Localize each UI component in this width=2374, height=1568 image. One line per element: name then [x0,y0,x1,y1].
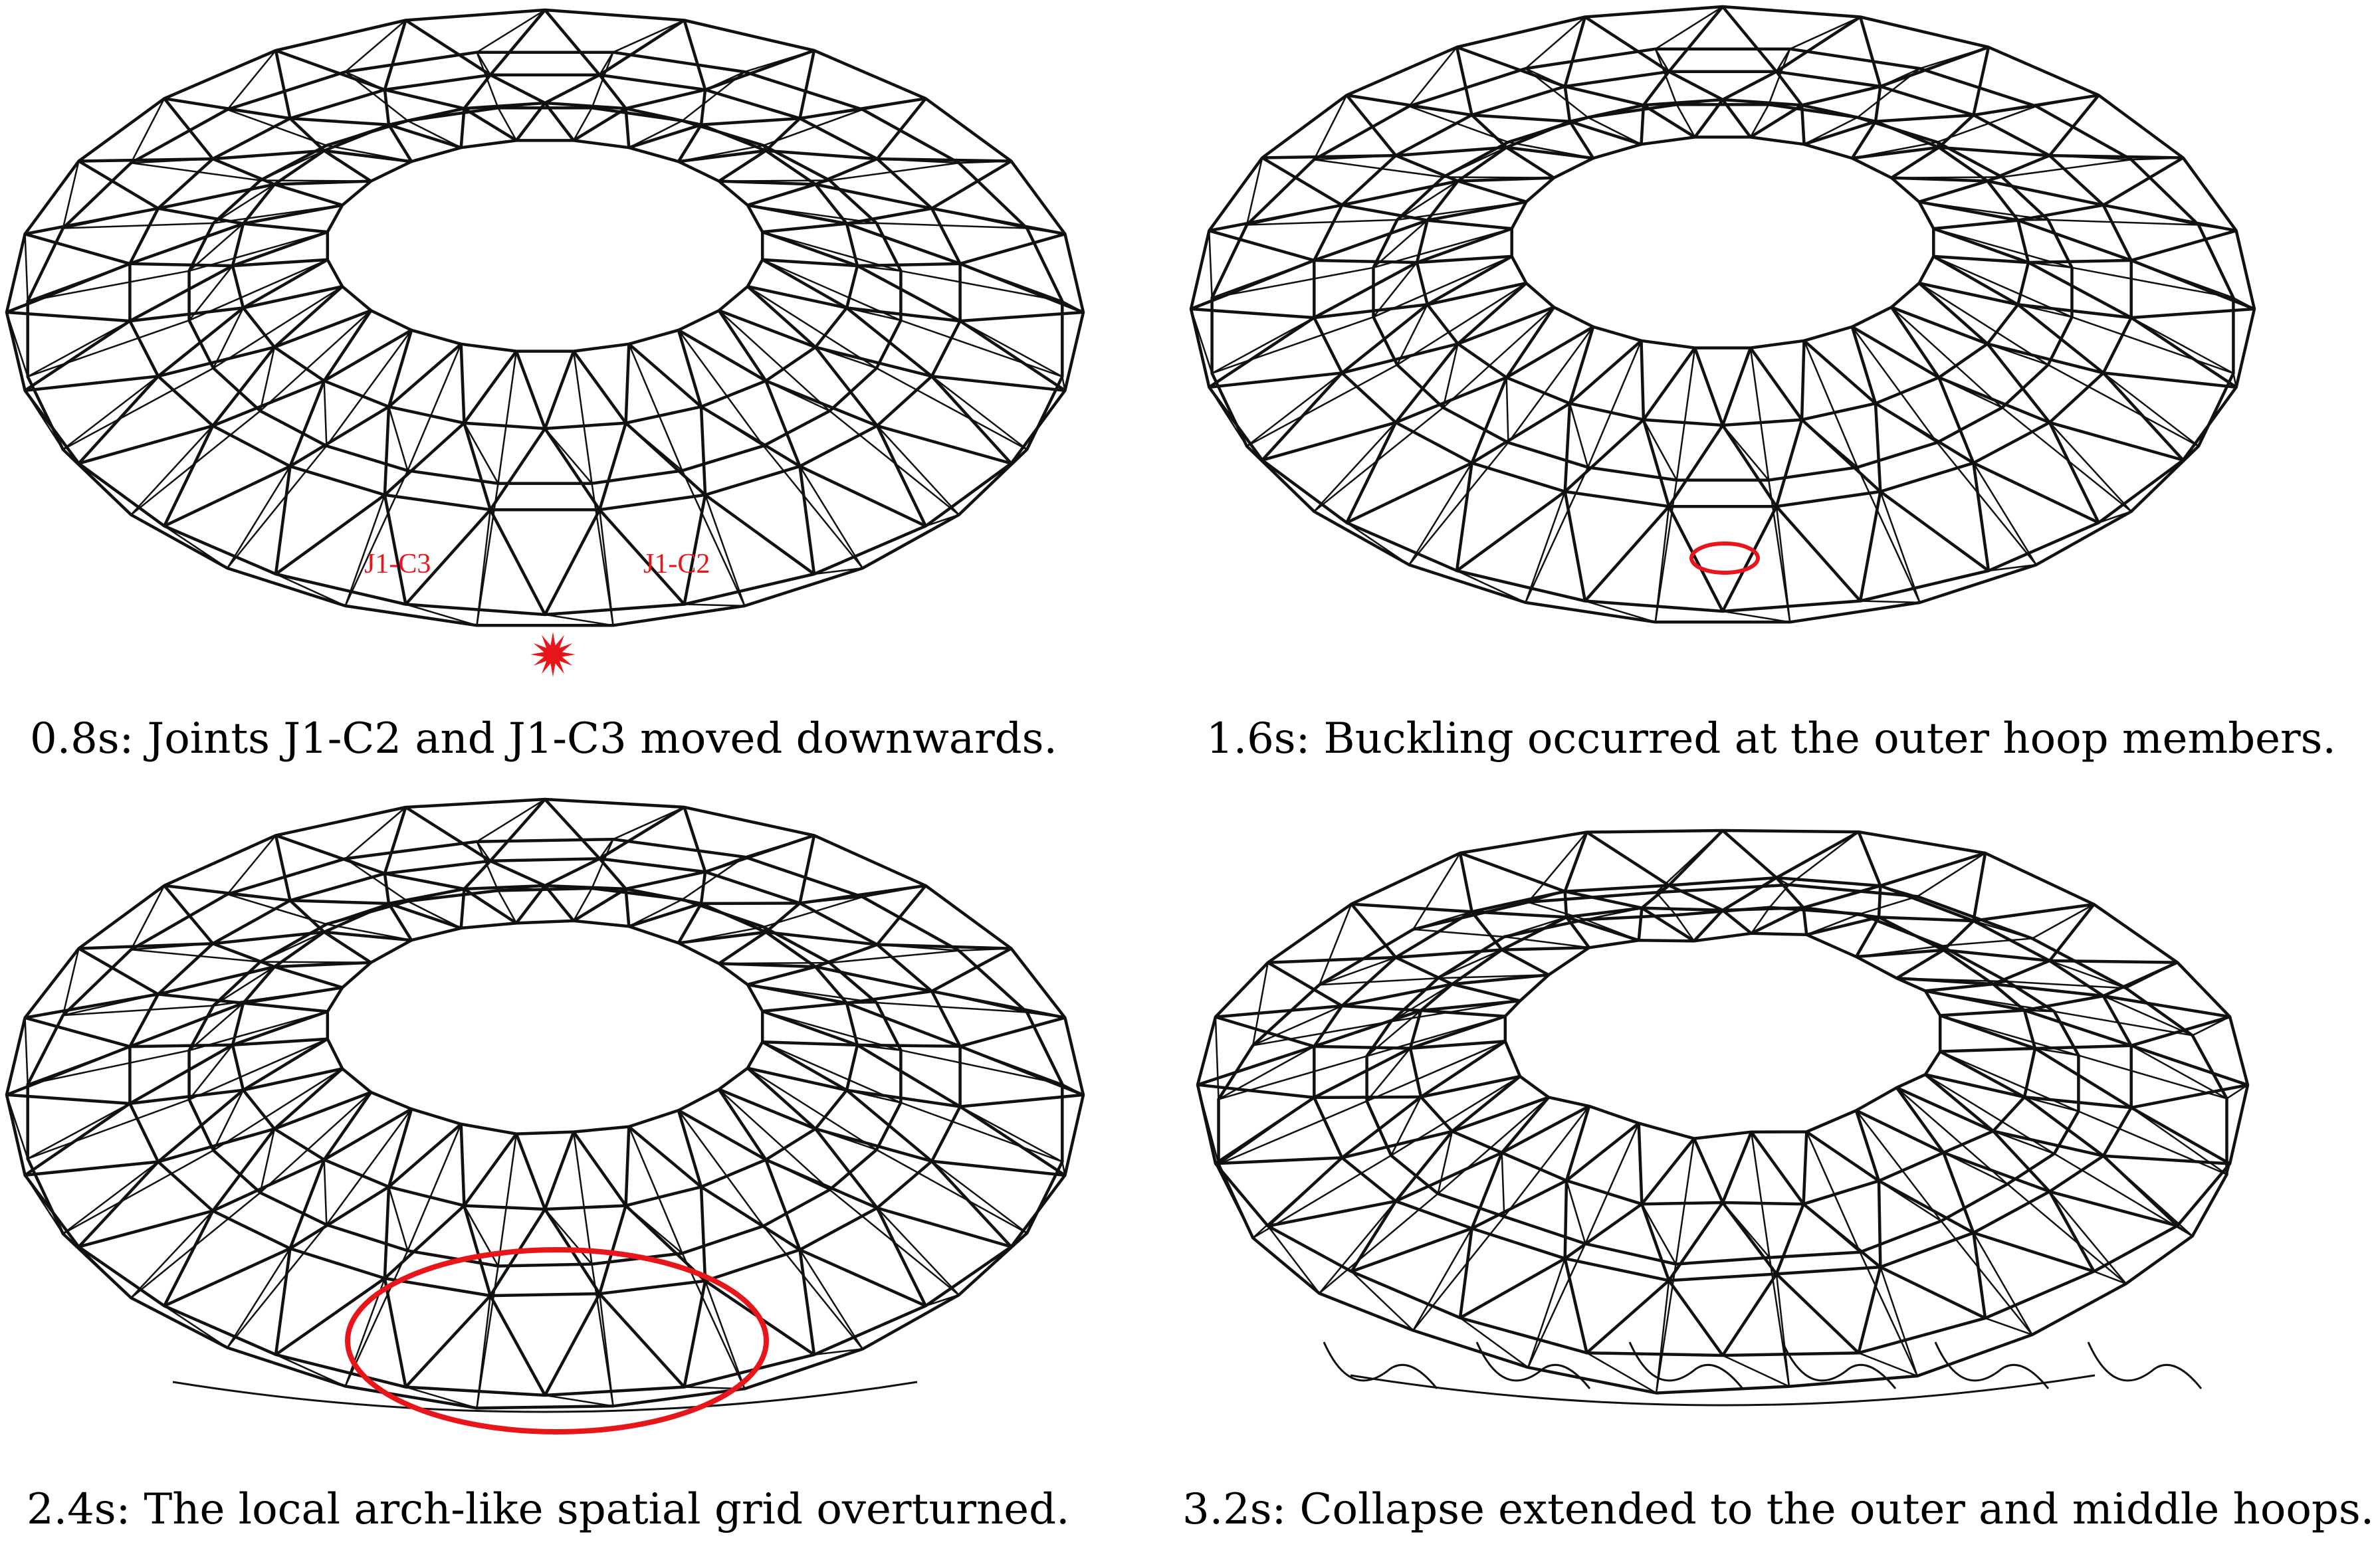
truss-members [5,797,1085,1413]
truss-members [1196,829,2250,1407]
burst-icon [530,632,576,677]
joint-label-j1-c2: J1-C2 [643,549,710,579]
caption-0-8s: 0.8s: Joints J1-C2 and J1-C3 moved downw… [30,714,1057,763]
truss-members [1189,5,2256,624]
caption-1-6s: 1.6s: Buckling occurred at the outer hoo… [1206,714,2336,763]
caption-2-4s: 2.4s: The local arch-like spatial grid o… [27,1485,1070,1534]
space-grid-diagram-0-8s: J1-C3 J1-C2 [5,8,1085,677]
truss-members [5,8,1085,627]
panel-3-2s: 3.2s: Collapse extended to the outer and… [1174,784,2374,1568]
space-grid-diagram-2-4s [5,797,1085,1434]
panel-0-8s: J1-C3 J1-C2 0.8s: Joints J1-C2 and J1-C3 … [0,0,1174,784]
caption-3-2s: 3.2s: Collapse extended to the outer and… [1182,1485,2374,1534]
panel-1-6s: 1.6s: Buckling occurred at the outer hoo… [1174,0,2349,784]
buckling-ellipse-marker [1689,541,1760,575]
overturn-ellipse-marker [345,1247,769,1434]
joint-label-j1-c3: J1-C3 [364,549,431,579]
space-grid-diagram-1-6s [1189,5,2256,624]
panel-2-4s: 2.4s: The local arch-like spatial grid o… [0,784,1174,1568]
space-grid-diagram-3-2s [1196,829,2250,1407]
